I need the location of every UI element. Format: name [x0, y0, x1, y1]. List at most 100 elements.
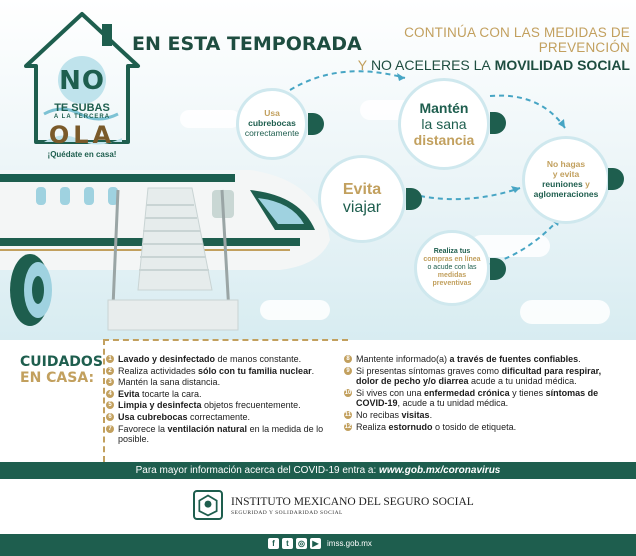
airplane-illustration [0, 170, 330, 331]
item-bold: Usa cubrebocas [118, 412, 188, 423]
item-bold: dificultad para respirar, dolor de pecho… [356, 365, 602, 387]
bubble-compras: Realiza tus compras en línea o acude con… [414, 230, 490, 306]
bubble-compras-1: Realiza tus [433, 247, 471, 255]
item-text: Si presentas síntomas graves como [356, 365, 502, 376]
logo-line-3: OLA [48, 121, 116, 149]
bubble-cubrebocas-1: Usa [264, 108, 280, 119]
imss-brand: INSTITUTO MEXICANO DEL SEGURO SOCIAL SEG… [193, 490, 474, 522]
bubble-viajar-1: Evita [342, 180, 382, 198]
bubble-reuniones-5: aglomeraciones [533, 188, 599, 199]
imss-sub: SEGURIDAD Y SOLIDARIDAD SOCIAL [231, 510, 343, 516]
headline: CONTINÚA CON LAS MEDIDAS DE PREVENCIÓN Y… [330, 25, 630, 73]
imss-logo-icon [193, 490, 223, 520]
care-title-1: CUIDADOS [20, 354, 103, 370]
list-item: 9 Si presentas síntomas graves como dific… [344, 366, 624, 387]
list-item: 10 Si vives con una enfermedad crónica y … [344, 388, 624, 409]
bubble-compras-3: o acude con las [427, 263, 477, 271]
bubble-tab [308, 113, 324, 135]
item-bold: ventilación natural [167, 423, 248, 434]
bubble-reuniones-2: y evita [552, 169, 580, 180]
list-item: 1 Lavado y desinfectado de manos constant… [106, 354, 338, 365]
logo-line-1: TE SUBAS [54, 102, 110, 114]
item-bold: estornudo [388, 421, 433, 432]
item-text: Realiza actividades [118, 365, 199, 376]
item-text: . [429, 410, 433, 421]
item-text: objetos frecuentemente. [201, 400, 301, 411]
bubble-compras-5: preventivas [432, 280, 472, 288]
bubble-reuniones-4: y [585, 179, 590, 189]
cloud [470, 235, 550, 257]
headline-prefix: Y [357, 57, 368, 73]
item-text: . [311, 365, 315, 376]
bubble-tab [490, 258, 506, 280]
item-number: 11 [344, 411, 352, 420]
care-title-2: EN CASA: [20, 370, 95, 387]
social-links: f t ◎ ▶ imss.gob.mx [268, 538, 372, 549]
item-bold: Limpia y desinfecta [118, 400, 202, 411]
item-text: en la medida de lo posible. [118, 423, 324, 445]
item-bold: Lavado y desinfectado [118, 354, 216, 364]
bubble-compras-4: medidas [437, 272, 467, 280]
campaign-logo: NO TE SUBAS A LA TERCERA OLA ¡Quédate en… [22, 10, 142, 160]
item-bold: síntomas de COVID-19 [356, 387, 599, 409]
item-number: 10 [344, 388, 352, 397]
house-icon [24, 12, 140, 145]
item-text: acude a tu unidad médica. [468, 376, 577, 387]
list-item: 2 Realiza actividades sólo con tu familia… [106, 366, 338, 377]
item-bold: Evita [118, 388, 140, 399]
item-text: o tosido de etiqueta. [432, 421, 517, 432]
instagram-icon[interactable]: ◎ [296, 538, 307, 549]
item-number: 2 [106, 366, 114, 375]
list-item: 5 Limpia y desinfecta objetos frecuenteme… [106, 400, 338, 411]
site-link[interactable]: imss.gob.mx [327, 539, 372, 548]
item-bold: enfermedad crónica [424, 387, 510, 398]
twitter-icon[interactable]: t [282, 538, 293, 549]
item-text: de manos constante. [215, 354, 302, 364]
item-text: Favorece la [118, 423, 168, 434]
item-number: 8 [344, 355, 352, 363]
item-bold: visitas [401, 410, 430, 421]
bubble-tab [406, 188, 422, 210]
bubble-cubrebocas-2: cubrebocas [248, 118, 296, 129]
bubble-distancia: Mantén la sana distancia [398, 78, 490, 170]
dashed-frame [103, 339, 348, 462]
bubble-cubrebocas-3: correctamente [244, 127, 300, 138]
logo-line-2: A LA TERCERA [53, 114, 111, 120]
bubble-viajar: Evita viajar [318, 155, 406, 243]
bubble-compras-2: compras en línea [423, 255, 481, 263]
care-title: CUIDADOS EN CASA: [20, 354, 103, 386]
headline-line-1: CONTINÚA CON LAS MEDIDAS DE PREVENCIÓN [404, 25, 630, 55]
item-number: 3 [106, 378, 114, 387]
cloud [260, 300, 330, 320]
item-text: Si vives con una [356, 387, 425, 398]
facebook-icon[interactable]: f [268, 538, 279, 549]
info-text: Para mayor información acerca del COVID-… [135, 465, 380, 476]
cloud [520, 300, 610, 324]
item-number: 6 [106, 413, 114, 422]
item-text: Realiza [356, 421, 389, 432]
cloud [180, 110, 240, 128]
headline-part-b: MOVILIDAD SOCIAL [494, 57, 630, 73]
youtube-icon[interactable]: ▶ [310, 538, 321, 549]
item-number: 9 [344, 366, 352, 375]
bubble-distancia-1: Mantén [419, 99, 469, 116]
bubble-reuniones: No hagas y evita reuniones y aglomeracio… [522, 136, 610, 224]
item-number: 7 [106, 424, 114, 433]
item-number: 1 [106, 355, 114, 363]
item-bold: sólo con tu familia nuclear [198, 365, 312, 376]
headline-line-2: Y NO ACELERES LA MOVILIDAD SOCIAL [330, 57, 630, 73]
item-text: Mantente informado(a) [356, 354, 450, 364]
item-number: 5 [106, 401, 114, 410]
item-text: y tienes [509, 387, 546, 398]
care-list-left: 1 Lavado y desinfectado de manos constant… [106, 354, 338, 446]
item-text: . [578, 354, 581, 364]
bubble-distancia-2: la sana [421, 115, 467, 132]
item-text: tocarte la cara. [139, 388, 202, 399]
bubble-distancia-3: distancia [413, 132, 475, 149]
list-item: 7 Favorece la ventilación natural en la m… [106, 424, 338, 445]
season-title: EN ESTA TEMPORADA [132, 33, 362, 55]
covid-link[interactable]: www.gob.mx/coronavirus [379, 465, 501, 476]
